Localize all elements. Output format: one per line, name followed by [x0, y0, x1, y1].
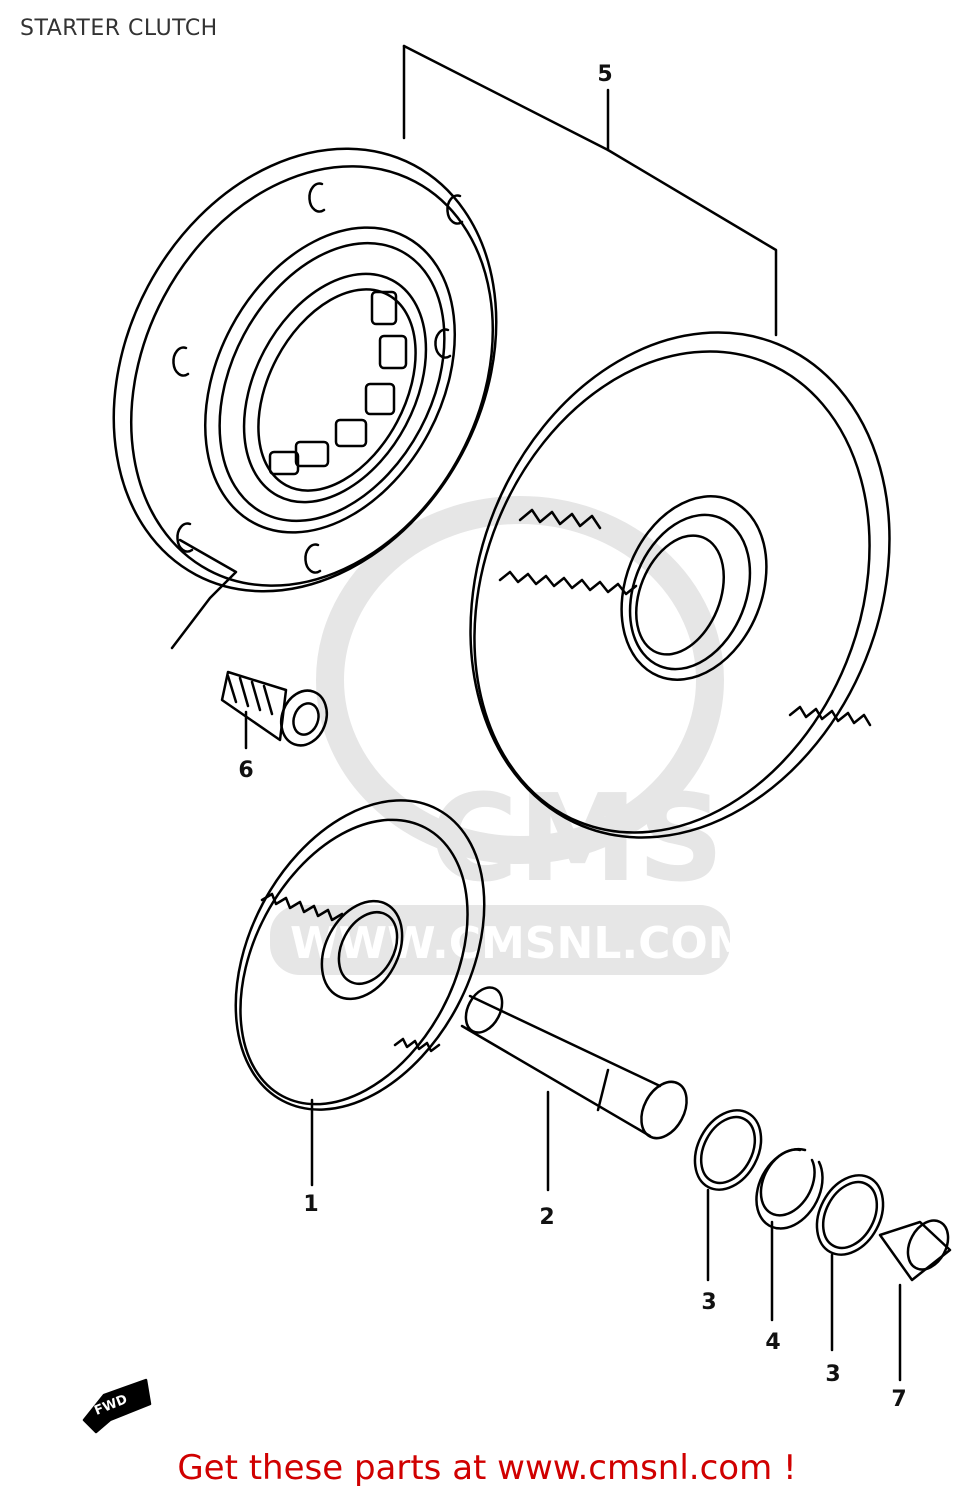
callout-3a: 3	[701, 1290, 717, 1315]
circlip	[755, 1147, 824, 1322]
callout-7: 7	[891, 1387, 907, 1412]
callout-bracket-5	[402, 44, 778, 337]
washer-3a	[693, 1109, 763, 1282]
washer-3b	[815, 1174, 885, 1352]
callout-1: 1	[303, 1192, 319, 1217]
callout-2: 2	[539, 1205, 555, 1230]
callout-4: 4	[765, 1330, 781, 1355]
cms-watermark: CMS WWW.CMSNL.COM	[270, 496, 752, 975]
idle-gear	[234, 799, 486, 1187]
callout-6: 6	[238, 758, 254, 783]
starter-driven-gear	[469, 331, 891, 839]
callout-5: 5	[597, 62, 613, 87]
shaft	[460, 986, 688, 1192]
cap	[878, 1219, 952, 1382]
callout-3b: 3	[825, 1362, 841, 1387]
forward-arrow-icon	[82, 1378, 152, 1434]
footer-link[interactable]: Get these parts at www.cmsnl.com !	[177, 1448, 797, 1488]
watermark-cms: CMS	[430, 770, 724, 909]
diagram-title: STARTER CLUTCH	[20, 16, 218, 41]
watermark-url: WWW.CMSNL.COM	[290, 918, 752, 969]
bolt	[220, 670, 329, 750]
clutch-housing	[112, 147, 498, 650]
